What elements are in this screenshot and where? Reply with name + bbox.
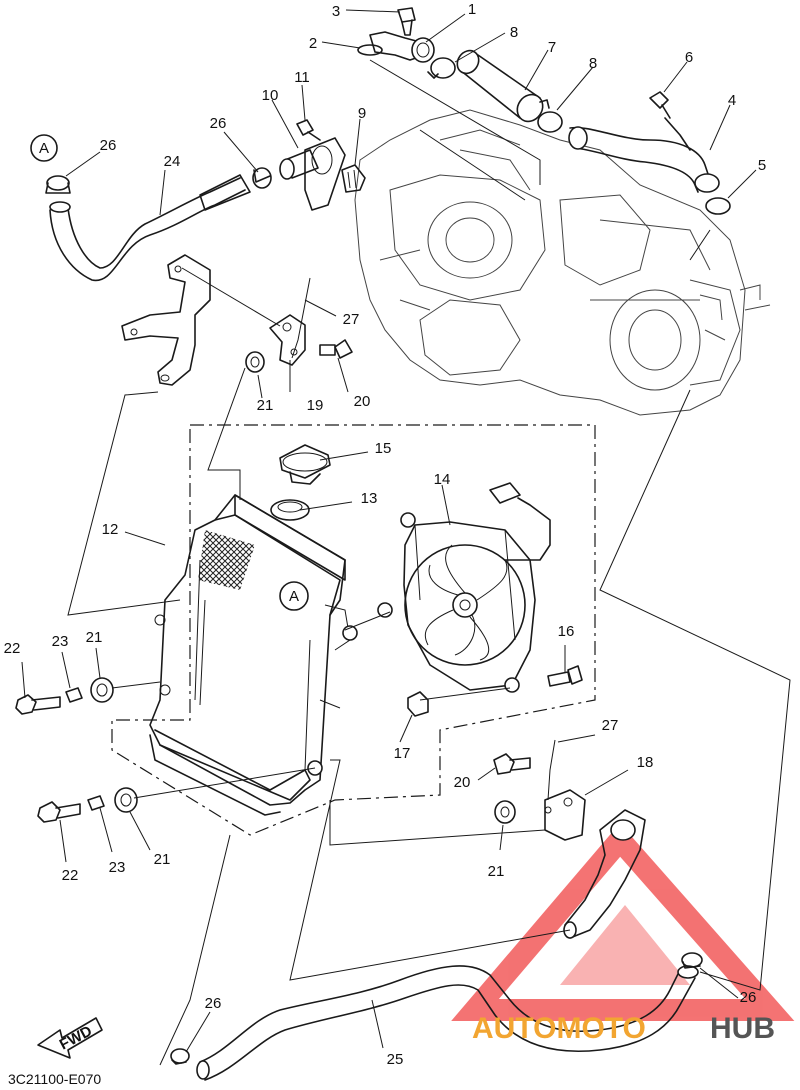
callout-16: 16 <box>558 623 575 640</box>
cooling-fan-14 <box>377 482 551 693</box>
bolt-6 <box>649 91 671 119</box>
callout-21-lower-left: 21 <box>154 851 171 868</box>
bolt-3 <box>397 7 416 36</box>
watermark-text: AUTOMOTO HUB <box>472 1012 775 1045</box>
callout-9: 9 <box>358 105 366 122</box>
watermark-hub-text: HUB <box>710 1012 775 1045</box>
nut-17 <box>407 691 429 717</box>
collar-23b <box>87 795 105 811</box>
callout-26-lower-left: 26 <box>205 995 222 1012</box>
callout-23-lower: 23 <box>109 859 126 876</box>
bolt-16 <box>547 665 583 687</box>
radiator-stay-bracket <box>121 254 211 386</box>
grommet-21a <box>245 351 265 373</box>
callout-5: 5 <box>758 157 766 174</box>
bolt-11 <box>296 119 321 141</box>
callout-18: 18 <box>637 754 654 771</box>
callout-21-upper: 21 <box>257 397 274 414</box>
grommet-21d <box>494 800 516 824</box>
hose-clamp-26a <box>45 175 71 194</box>
callout-21-left: 21 <box>86 629 103 646</box>
grommet-21b <box>90 677 114 703</box>
bolt-22a <box>15 694 61 715</box>
filler-neck <box>270 499 310 521</box>
bolt-20b <box>493 753 531 775</box>
assembly-dash-outline <box>111 424 596 836</box>
water-pipe-4 <box>568 117 720 193</box>
callout-7: 7 <box>548 39 556 56</box>
callout-labels: 3 2 1 8 7 8 6 4 5 11 10 9 26 26 24 27 21… <box>4 1 767 1068</box>
callout-3: 3 <box>332 3 340 20</box>
callout-8-right: 8 <box>589 55 597 72</box>
thermostat-9 <box>341 164 366 193</box>
leader-lines <box>21 9 791 1066</box>
hose-clamp-26b <box>252 167 272 189</box>
radiator-12 <box>149 494 358 816</box>
bolt-20a <box>319 339 353 359</box>
hose-clamp-26d <box>681 952 703 969</box>
reference-marker-a-radiator-label: A <box>289 588 299 605</box>
callout-17: 17 <box>394 745 411 762</box>
callout-8-top: 8 <box>510 24 518 41</box>
callout-22-upper: 22 <box>4 640 21 657</box>
radiator-cap-15 <box>279 444 331 485</box>
hose-clamp-26c <box>170 1048 190 1065</box>
callout-14: 14 <box>434 471 451 488</box>
callout-1: 1 <box>468 1 476 18</box>
collar-23a <box>65 687 83 703</box>
callout-26-lower-right: 26 <box>740 989 757 1006</box>
radiator-hose-25 <box>196 965 699 1081</box>
callout-2: 2 <box>309 35 317 52</box>
wire-27b <box>547 739 556 801</box>
watermark-triangle-logo <box>451 823 795 1021</box>
hose-clamp-8a <box>427 57 456 79</box>
callout-23-upper: 23 <box>52 633 69 650</box>
reference-marker-a-top: A <box>30 134 58 162</box>
callout-20-upper: 20 <box>354 393 371 410</box>
o-ring-5 <box>705 197 731 215</box>
callout-25: 25 <box>387 1051 404 1068</box>
callout-21-lower-right: 21 <box>488 863 505 880</box>
radiator-hose-24 <box>49 174 251 282</box>
callout-15: 15 <box>375 440 392 457</box>
grommet-21c <box>114 787 138 813</box>
reference-marker-a-label: A <box>39 140 49 157</box>
callout-12: 12 <box>102 521 119 538</box>
fwd-label: FWD <box>57 1022 95 1053</box>
engine-outline <box>354 109 771 416</box>
callout-26-upper: 26 <box>210 115 227 132</box>
o-ring-2 <box>357 44 383 56</box>
reference-marker-a-radiator: A <box>279 581 309 611</box>
hose-7 <box>456 49 544 123</box>
bracket-19 <box>269 314 306 366</box>
bracket-18 <box>544 789 586 841</box>
callout-10: 10 <box>262 87 279 104</box>
callout-26-upper-left: 26 <box>100 137 117 154</box>
callout-11: 11 <box>294 69 310 86</box>
callout-4: 4 <box>728 92 736 109</box>
callout-27-upper: 27 <box>343 311 360 328</box>
watermark-auto-text: AUTOMOTO <box>472 1012 646 1045</box>
fwd-direction-arrow: FWD <box>37 1017 103 1059</box>
bolt-22b <box>37 801 81 823</box>
callout-24: 24 <box>164 153 181 170</box>
callout-27-lower: 27 <box>602 717 619 734</box>
hose-clamp-8b <box>537 99 563 133</box>
callout-6: 6 <box>685 49 693 66</box>
callout-20-lower: 20 <box>454 774 471 791</box>
diagram-code: 3C21100-E070 <box>8 1071 101 1087</box>
callout-19: 19 <box>307 397 324 414</box>
thermostat-housing-10 <box>279 137 346 211</box>
callout-22-lower: 22 <box>62 867 79 884</box>
thermostat-outlet-pipe <box>369 31 435 63</box>
wire-27a <box>291 277 311 359</box>
callout-13: 13 <box>361 490 378 507</box>
